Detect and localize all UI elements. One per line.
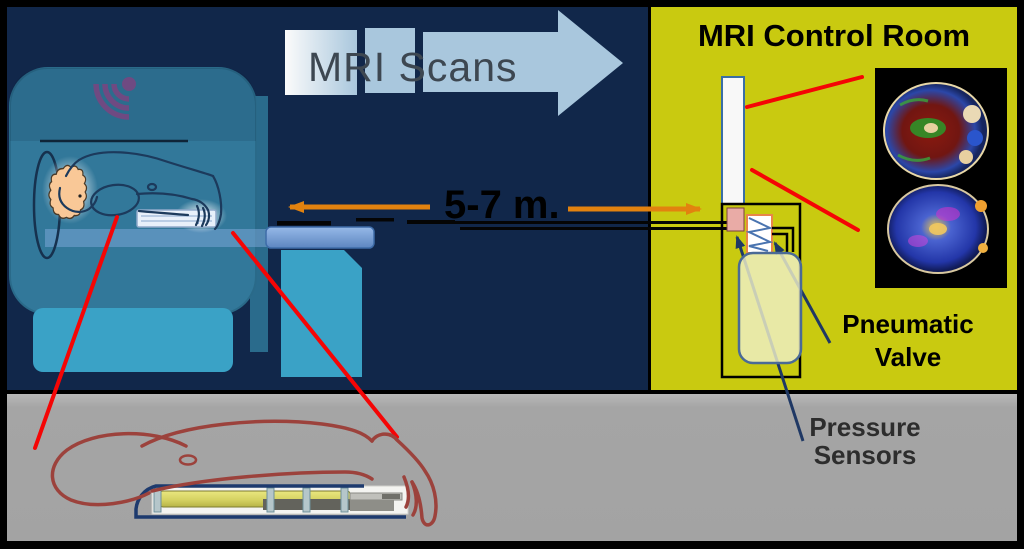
red-line-monitor-to-scan-top (745, 75, 864, 109)
mri-scans-label: MRI Scans (308, 44, 518, 90)
sketched-arm-and-hand (50, 419, 438, 527)
red-line-hand-to-enlarged (231, 231, 399, 439)
pneumatic-tubes (277, 218, 742, 230)
monitor-screen (721, 76, 745, 205)
brain-scan-images (875, 68, 1007, 288)
patient-with-brain-highlight (42, 151, 227, 233)
spring-sensor (745, 214, 774, 254)
air-tank (737, 251, 803, 365)
block-arrow-right-icon (285, 10, 623, 116)
pressure-sensors-label-line1: Pressure (809, 412, 921, 442)
bed-support (281, 250, 362, 377)
red-line-keypad-to-enlarged (33, 215, 119, 450)
pneumatic-valve-label: Pneumatic Valve (838, 308, 978, 374)
elbow-mark (178, 454, 198, 466)
signal-icon (93, 77, 136, 120)
distance-arrows-icon (288, 201, 702, 215)
pneumatic-valve-label-line1: Pneumatic (842, 309, 974, 339)
pipe-elbow (772, 226, 795, 252)
control-room-title: MRI Control Room (697, 18, 971, 53)
pressure-sensors-label: Pressure Sensors (795, 413, 935, 469)
red-pointer-lines (33, 75, 864, 450)
scanner-base (33, 308, 233, 372)
mri-scanner (9, 67, 268, 372)
distance-label: 5-7 m. (444, 183, 560, 227)
patient-bed (265, 226, 375, 377)
piston-response-device (134, 484, 409, 519)
pneumatic-valve-label-line2: Valve (874, 342, 942, 372)
brain-scan-bottom (887, 184, 989, 274)
pressure-sensors-label-line2: Sensors (813, 440, 917, 470)
pneumatic-valve (726, 207, 745, 232)
brain-scan-top (883, 82, 989, 180)
brain-highlight (48, 164, 88, 220)
bed-inside-bore (45, 229, 268, 247)
control-room-equipment (720, 76, 832, 442)
red-line-monitor-to-scan-bottom (750, 168, 860, 232)
